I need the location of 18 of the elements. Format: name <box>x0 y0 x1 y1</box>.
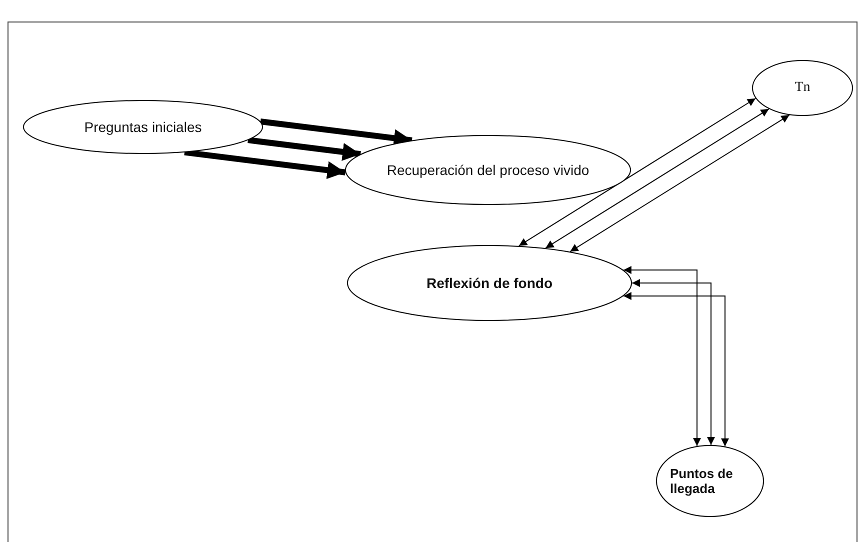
node-label: Puntos de llegada <box>670 466 734 496</box>
arrow <box>184 149 346 180</box>
ellipse-node <box>752 60 853 116</box>
node-label: Tn <box>794 80 810 96</box>
node-label: Reflexión de fondo <box>426 275 552 291</box>
arrow <box>248 137 361 161</box>
arrow <box>622 266 701 447</box>
arrow <box>518 98 756 246</box>
arrow <box>545 108 770 249</box>
arrow <box>622 292 729 447</box>
ellipse-node <box>347 245 632 321</box>
ellipse-node <box>345 135 631 205</box>
ellipse-node <box>23 100 263 154</box>
node-label: Preguntas iniciales <box>84 119 202 135</box>
ellipse-node <box>656 445 764 517</box>
node-label: Recuperación del proceso vivido <box>386 162 590 178</box>
arrow <box>570 114 790 252</box>
arrow <box>632 279 715 446</box>
